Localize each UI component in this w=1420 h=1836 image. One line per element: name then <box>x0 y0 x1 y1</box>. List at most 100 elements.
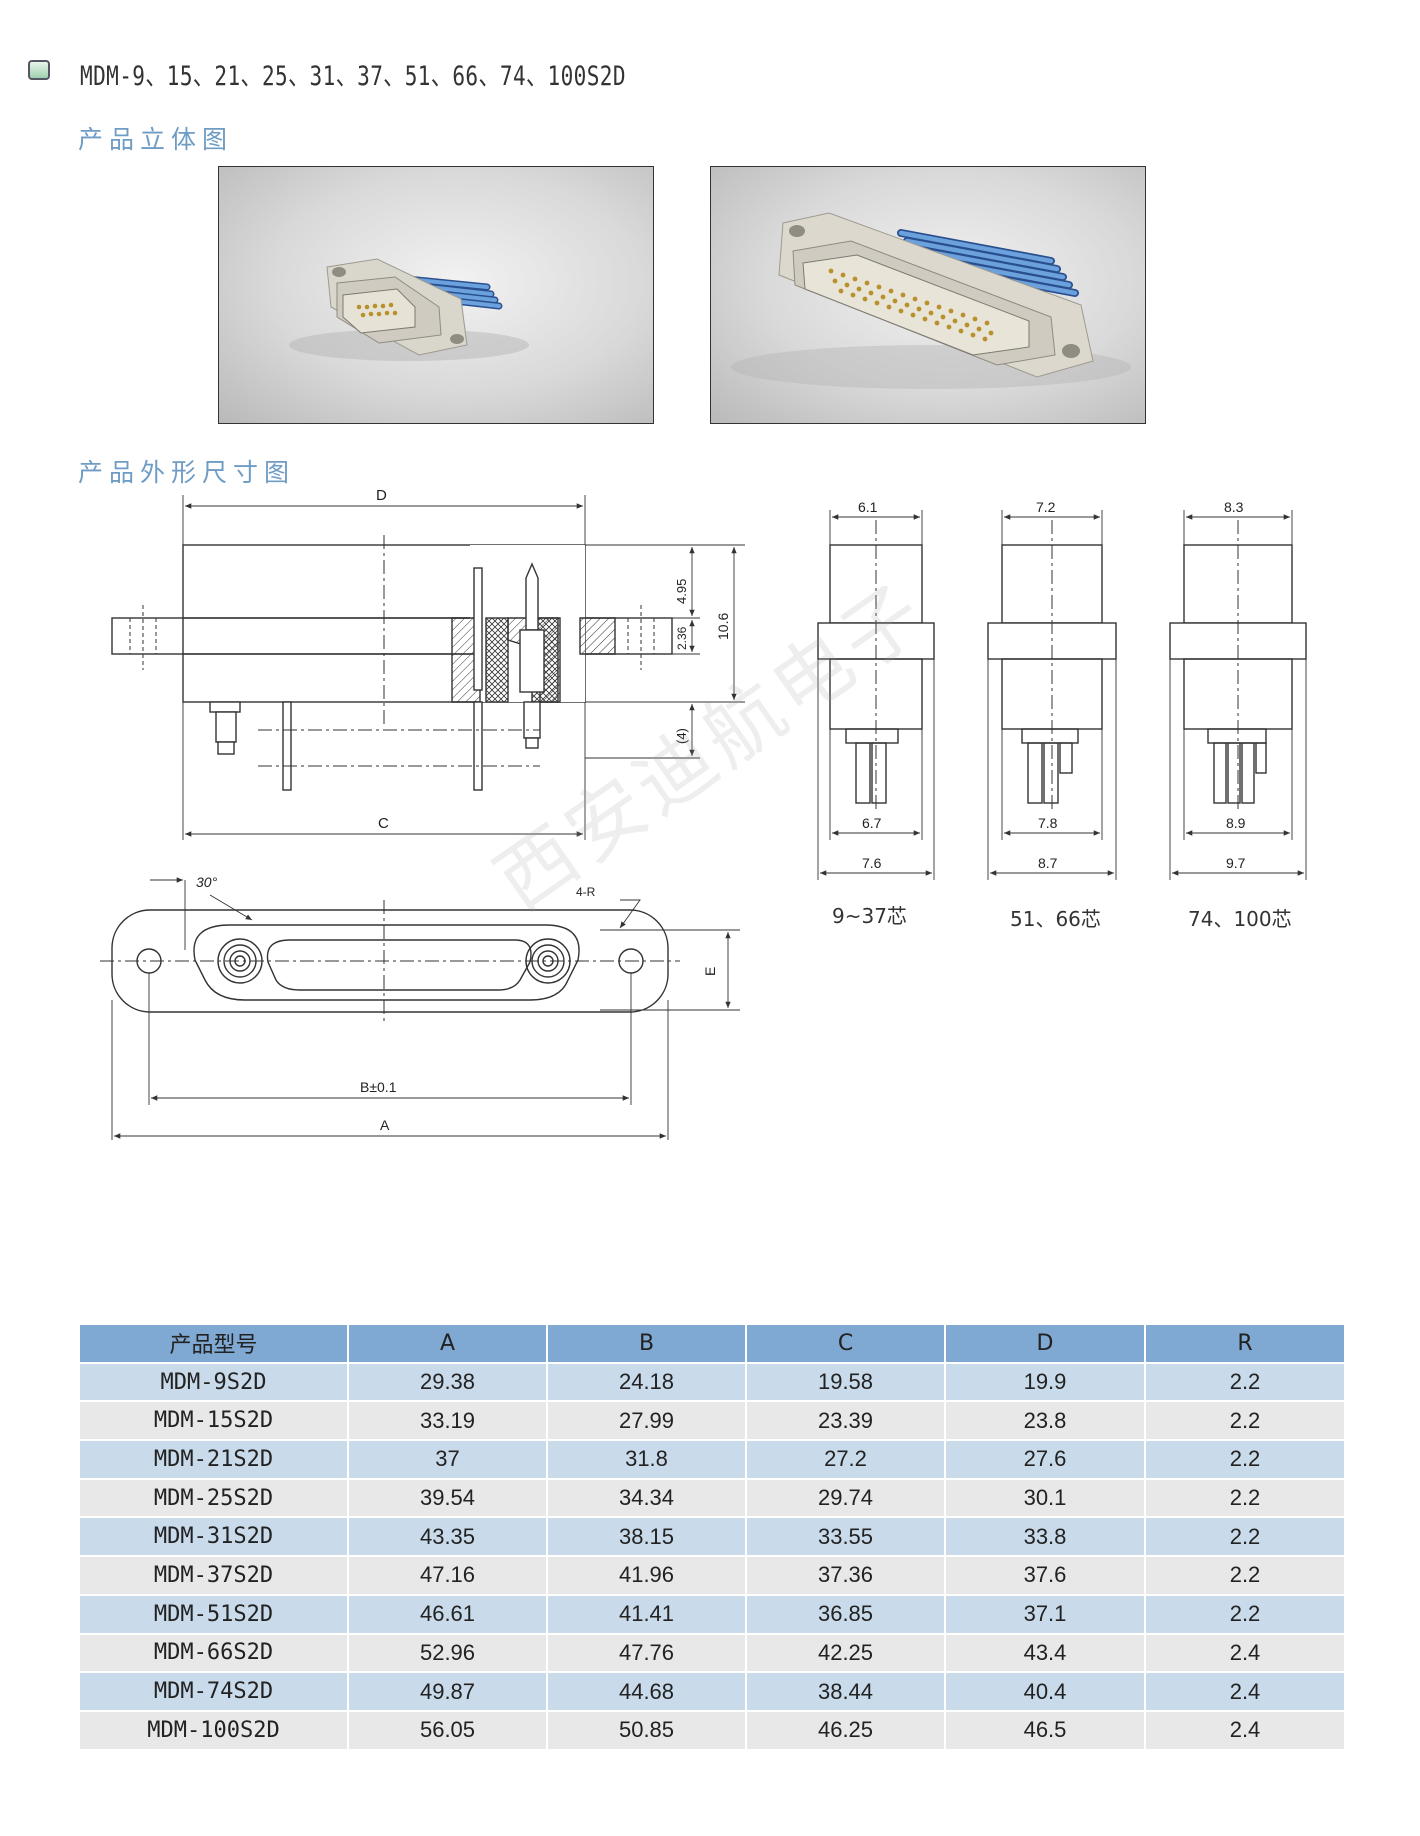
value-cell: 2.2 <box>1145 1440 1346 1480</box>
value-cell: 2.4 <box>1145 1710 1346 1751</box>
dim-label-106: 10.6 <box>715 613 731 640</box>
value-cell: 29.74 <box>746 1478 946 1519</box>
value-cell: 2.4 <box>1145 1633 1346 1674</box>
value-cell: 27.6 <box>945 1440 1146 1480</box>
cs1-inner: 6.7 <box>862 815 882 831</box>
value-cell: 50.85 <box>547 1710 747 1751</box>
dim-label-a: A <box>380 1117 390 1133</box>
cs1-outer: 7.6 <box>862 855 882 871</box>
model-cell: MDM-74S2D <box>80 1672 349 1712</box>
value-cell: 47.76 <box>547 1633 747 1674</box>
value-cell: 2.2 <box>1145 1362 1346 1403</box>
value-cell: 29.38 <box>348 1362 548 1403</box>
col-header-c: C <box>746 1325 946 1364</box>
dim-label-e: E <box>702 967 718 976</box>
document-title: MDM-9、15、21、25、31、37、51、66、74、100S2D <box>80 61 626 92</box>
connector-large-image <box>731 212 1131 389</box>
cross-section-3 <box>1169 510 1307 880</box>
value-cell: 2.2 <box>1145 1594 1346 1635</box>
col-header-b: B <box>547 1325 747 1364</box>
cs2-top: 7.2 <box>1036 499 1056 515</box>
value-cell: 42.25 <box>746 1633 946 1674</box>
value-cell: 46.61 <box>348 1594 548 1635</box>
cs2-caption: 51、66芯 <box>1010 907 1101 931</box>
dim-label-angle: 30° <box>196 874 218 890</box>
model-cell: MDM-31S2D <box>80 1517 349 1558</box>
cs3-outer: 9.7 <box>1226 855 1246 871</box>
model-cell: MDM-15S2D <box>80 1401 349 1442</box>
dim-label-c: C <box>378 815 389 832</box>
value-cell: 43.35 <box>348 1517 548 1558</box>
model-cell: MDM-37S2D <box>80 1556 349 1596</box>
value-cell: 23.39 <box>746 1401 946 1442</box>
cs2-outer: 8.7 <box>1038 855 1058 871</box>
value-cell: 43.4 <box>945 1633 1146 1674</box>
value-cell: 40.4 <box>945 1672 1146 1712</box>
dimensions-section-title: 产品外形尺寸图 <box>78 458 296 487</box>
dim-label-4: (4) <box>674 728 689 744</box>
value-cell: 36.85 <box>746 1594 946 1635</box>
value-cell: 37.6 <box>945 1556 1146 1596</box>
photos-section-title: 产品立体图 <box>78 125 234 154</box>
value-cell: 37 <box>348 1440 548 1480</box>
value-cell: 19.9 <box>945 1362 1146 1403</box>
value-cell: 30.1 <box>945 1478 1146 1519</box>
value-cell: 52.96 <box>348 1633 548 1674</box>
cs3-top: 8.3 <box>1224 499 1244 515</box>
dim-label-495: 4.95 <box>674 579 689 604</box>
bullet-icon <box>28 60 50 80</box>
model-cell: MDM-66S2D <box>80 1633 349 1674</box>
technical-drawing: D C 4.95 2.36 10.6 (4) 30° 4-R E B±0.1 A… <box>100 487 1307 1140</box>
value-cell: 37.36 <box>746 1556 946 1596</box>
value-cell: 46.5 <box>945 1710 1146 1751</box>
model-cell: MDM-100S2D <box>80 1710 349 1751</box>
product-photo-large <box>710 166 1146 424</box>
connector-small-image <box>289 258 529 361</box>
value-cell: 38.44 <box>746 1672 946 1712</box>
value-cell: 2.2 <box>1145 1556 1346 1596</box>
cs1-caption: 9~37芯 <box>832 904 907 928</box>
cross-section-2 <box>987 510 1117 880</box>
cs2-inner: 7.8 <box>1038 815 1058 831</box>
value-cell: 19.58 <box>746 1362 946 1403</box>
value-cell: 23.8 <box>945 1401 1146 1442</box>
cross-section-1 <box>817 510 935 880</box>
value-cell: 33.19 <box>348 1401 548 1442</box>
col-header-a: A <box>348 1325 548 1364</box>
value-cell: 41.41 <box>547 1594 747 1635</box>
col-header-d: D <box>945 1325 1146 1364</box>
cs3-caption: 74、100芯 <box>1188 907 1292 931</box>
value-cell: 2.4 <box>1145 1672 1346 1712</box>
value-cell: 49.87 <box>348 1672 548 1712</box>
value-cell: 2.2 <box>1145 1401 1346 1442</box>
contact-pins <box>828 268 994 342</box>
value-cell: 41.96 <box>547 1556 747 1596</box>
table-header-row: 产品型号 A B C D R <box>80 1325 1346 1364</box>
value-cell: 33.55 <box>746 1517 946 1558</box>
value-cell: 33.8 <box>945 1517 1146 1558</box>
value-cell: 27.99 <box>547 1401 747 1442</box>
cs3-inner: 8.9 <box>1226 815 1246 831</box>
value-cell: 38.15 <box>547 1517 747 1558</box>
value-cell: 37.1 <box>945 1594 1146 1635</box>
value-cell: 2.2 <box>1145 1478 1346 1519</box>
model-cell: MDM-25S2D <box>80 1478 349 1519</box>
value-cell: 24.18 <box>547 1362 747 1403</box>
value-cell: 56.05 <box>348 1710 548 1751</box>
dim-label-d: D <box>376 487 387 504</box>
product-photo-small <box>218 166 654 424</box>
value-cell: 34.34 <box>547 1478 747 1519</box>
dim-label-radius: 4-R <box>576 885 596 899</box>
col-header-r: R <box>1145 1325 1346 1364</box>
